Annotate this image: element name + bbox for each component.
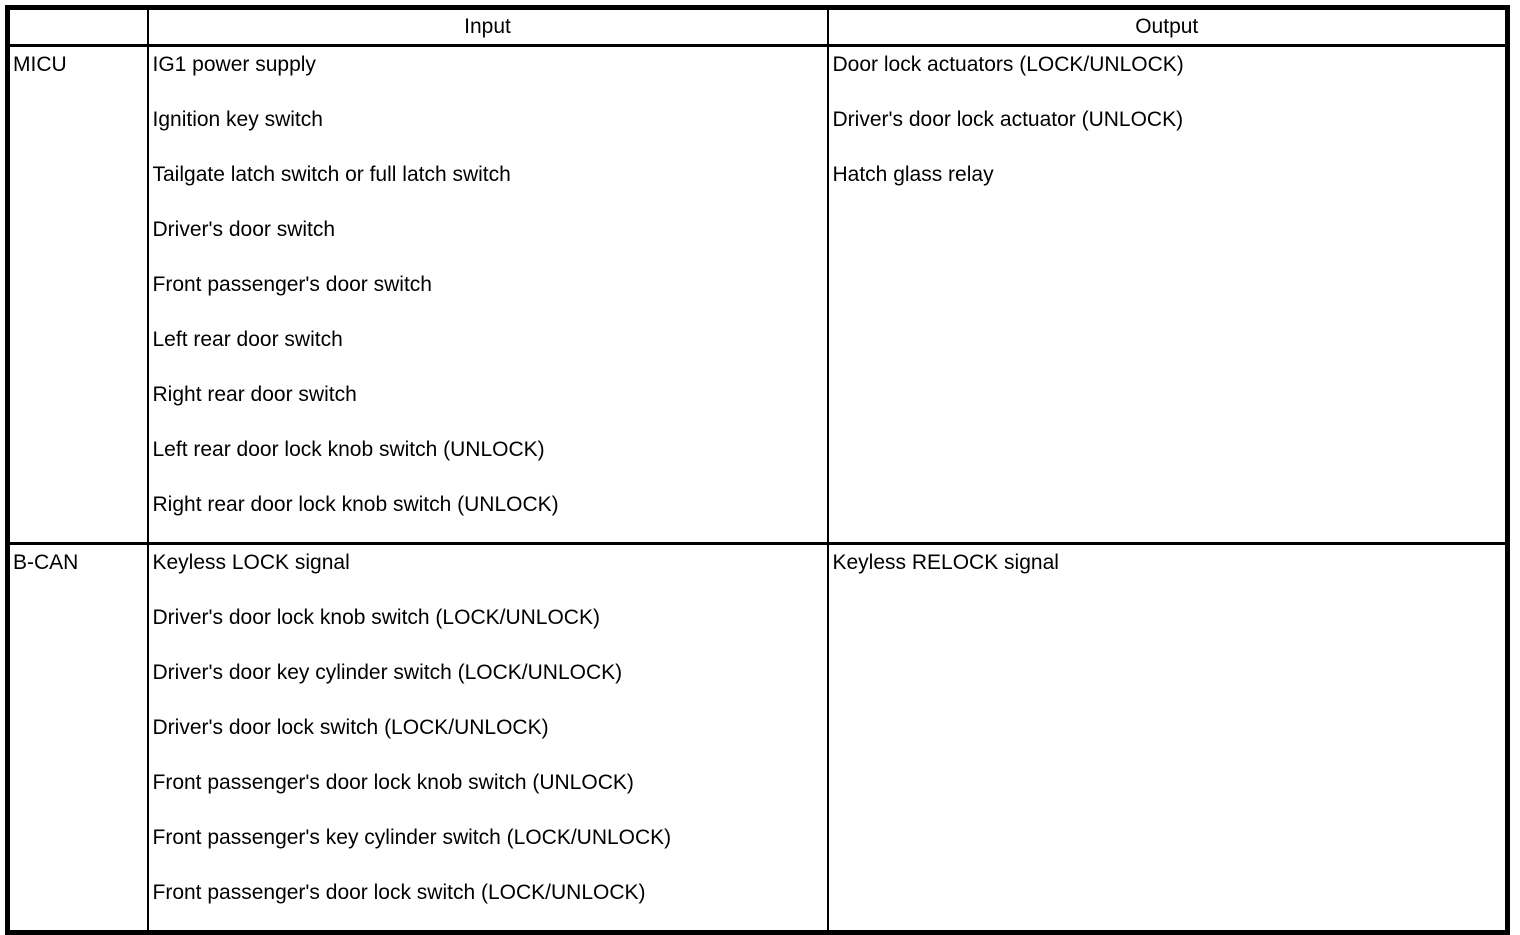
row-label-cell-bcan: B-CAN [6,542,149,934]
input-item: Driver's door switch [152,218,336,241]
input-item: Driver's door lock switch (LOCK/UNLOCK) [152,716,549,739]
input-item: Front passenger's door switch [152,273,432,296]
input-item: Right rear door switch [152,383,357,406]
output-cell-micu: Door lock actuators (LOCK/UNLOCK) Driver… [826,44,1509,545]
column-header-output: Output [826,6,1509,47]
input-item: Driver's door lock knob switch (LOCK/UNL… [152,606,600,629]
input-item: Ignition key switch [152,108,323,131]
output-item: Keyless RELOCK signal [832,551,1059,574]
row-label-cell-micu: MICU [6,44,149,545]
table-row-micu: MICU IG1 power supply Ignition key switc… [6,44,1509,545]
input-item: Front passenger's key cylinder switch (L… [152,826,672,849]
column-header-source [6,6,149,47]
column-header-input: Input [146,6,829,47]
input-cell-micu: IG1 power supply Ignition key switch Tai… [146,44,829,545]
input-item: Right rear door lock knob switch (UNLOCK… [152,493,559,516]
row-label-micu: MICU [13,53,67,76]
input-item: IG1 power supply [152,53,316,76]
header-row: Input Output [6,6,1509,47]
input-item: Front passenger's door lock switch (LOCK… [152,881,646,904]
output-item: Driver's door lock actuator (UNLOCK) [832,108,1184,131]
input-item: Left rear door lock knob switch (UNLOCK) [152,438,545,461]
input-cell-bcan: Keyless LOCK signal Driver's door lock k… [146,542,829,934]
output-cell-bcan: Keyless RELOCK signal [826,542,1509,934]
table-row-bcan: B-CAN Keyless LOCK signal Driver's door … [6,542,1509,934]
table-header: Input Output [6,6,1509,47]
output-item: Door lock actuators (LOCK/UNLOCK) [832,53,1184,76]
table-body: MICU IG1 power supply Ignition key switc… [6,44,1509,934]
input-item: Left rear door switch [152,328,343,351]
io-signal-table: Input Output MICU IG1 power supply Ignit… [5,5,1510,935]
input-item: Keyless LOCK signal [152,551,350,574]
row-label-bcan: B-CAN [13,551,79,574]
input-item: Driver's door key cylinder switch (LOCK/… [152,661,623,684]
input-item: Front passenger's door lock knob switch … [152,771,634,794]
output-item: Hatch glass relay [832,163,994,186]
input-item: Tailgate latch switch or full latch swit… [152,163,511,186]
